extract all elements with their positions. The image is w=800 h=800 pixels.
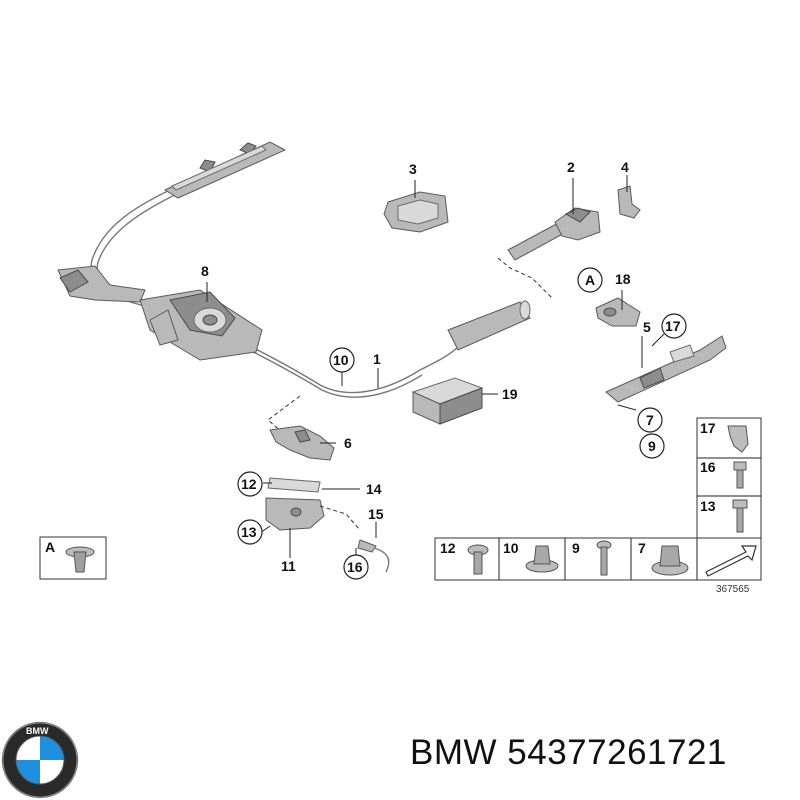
mount-18 [595,297,641,327]
callout-17-circle: 17 [661,313,687,339]
legend-9-label: 9 [572,540,580,556]
rear-cable-guide [507,207,601,261]
svg-text:16: 16 [347,559,363,575]
callout-13-circle: 13 [237,519,263,545]
drive-motor [139,289,263,361]
brand-name: BMW [410,733,498,772]
rear-guide-rail [605,335,727,403]
legend-a-box: A [39,536,107,580]
callout-11: 11 [281,558,296,574]
drive-cable-tube [447,300,531,351]
callout-14: 14 [366,481,382,497]
callout-16-circle: 16 [343,554,369,580]
svg-text:13: 13 [241,524,257,540]
callout-8: 8 [201,263,209,279]
callout-10-circle: 10 [329,347,355,373]
legend-7-label: 7 [638,540,646,556]
legend-bottom-row: 12 10 9 7 [434,537,762,581]
diagram-number: 367565 [716,584,750,595]
callout-6: 6 [344,435,352,451]
svg-text:17: 17 [665,318,681,334]
callout-5: 5 [643,319,651,335]
callout-15: 15 [368,506,384,522]
latch-plate-11 [265,497,325,531]
legend-right-column: 17 16 13 [696,417,762,539]
svg-text:10: 10 [333,352,349,368]
svg-text:9: 9 [648,438,656,454]
sensor-15 [319,505,390,573]
legend-17-label: 17 [700,420,716,436]
latch-6 [269,425,335,461]
part-number-caption: BMW 54377261721 [410,733,727,773]
legend-13-label: 13 [700,498,716,514]
callout-18: 18 [615,271,631,287]
bolt-16-icon [733,461,747,489]
callout-1: 1 [373,351,381,367]
legend-16-label: 16 [700,459,716,475]
logo-lettering: BMW [26,726,49,736]
screw-9-icon [596,540,612,576]
bmw-logo: BMW [2,722,78,798]
callout-2: 2 [567,159,575,175]
svg-text:12: 12 [241,476,257,492]
callout-19: 19 [502,386,518,402]
left-bracket [57,265,146,303]
direction-arrow-icon [705,545,757,577]
legend-10-label: 10 [503,540,519,556]
circled-callouts: 10 A 17 7 9 12 13 16 [237,267,687,580]
push-clip-icon [65,546,95,573]
part-number: 54377261721 [507,733,727,772]
callout-4: 4 [621,159,629,175]
callout-labels: 3 2 4 8 18 5 1 19 6 14 15 11 [201,159,651,574]
clip-10-icon [525,545,559,573]
callout-a-circle: A [577,267,603,293]
svg-text:A: A [585,272,595,288]
svg-text:7: 7 [646,412,654,428]
callout-3: 3 [409,161,417,177]
screw-12-icon [467,544,489,575]
control-unit-box [411,377,484,425]
legend-12-label: 12 [440,540,456,556]
bolt-13-icon [732,499,748,533]
cover-plate [383,191,449,233]
cable-assembly [90,147,553,433]
bracket-17-icon [727,425,749,453]
nut-7-icon [651,545,689,576]
legend-a-label: A [45,539,55,555]
bracket-4 [617,185,641,219]
callout-7-circle: 7 [637,407,663,433]
front-guide-rail [163,141,287,199]
plate-14 [267,477,321,493]
callout-9-circle: 9 [639,433,665,459]
callout-12-circle: 12 [237,471,263,497]
